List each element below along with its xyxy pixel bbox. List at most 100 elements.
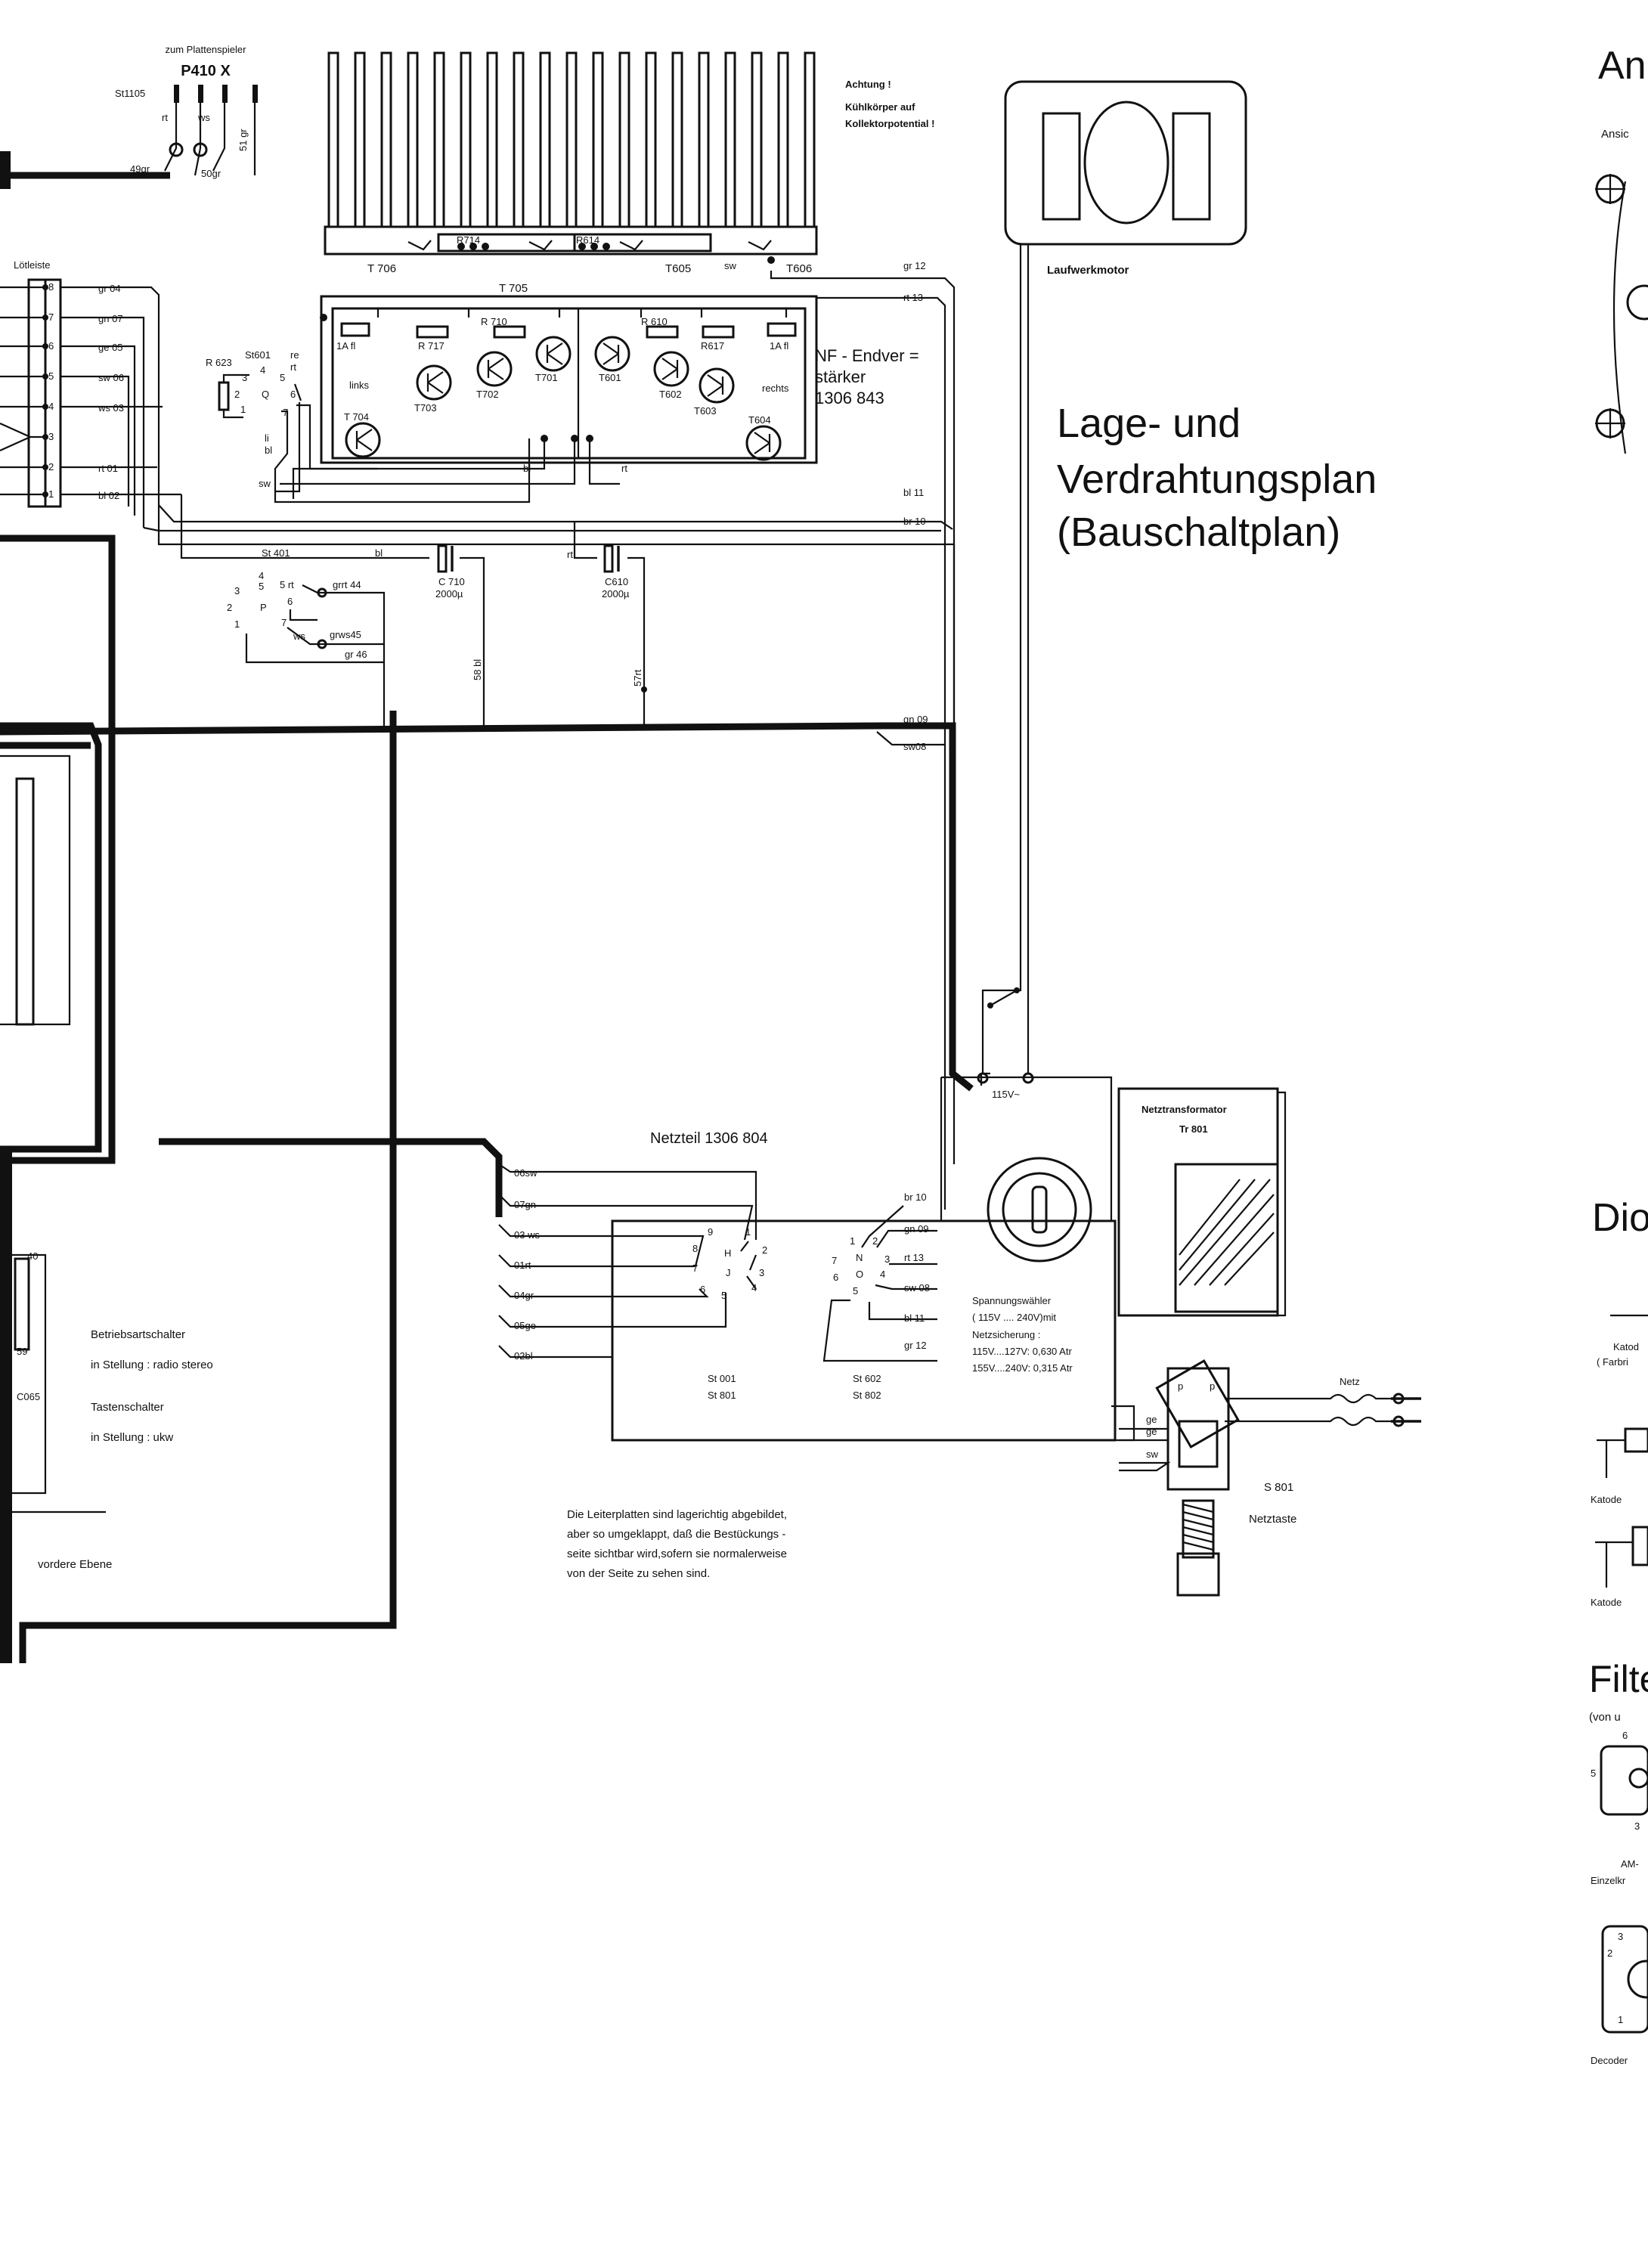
vordere-ebene-label: vordere Ebene xyxy=(38,1558,112,1571)
netz-label: Netz xyxy=(1340,1376,1360,1387)
np-wire-bl11: bl 11 xyxy=(904,1312,925,1324)
mains-p-right: p xyxy=(1210,1380,1215,1392)
st601-p3: 3 xyxy=(242,372,247,383)
st401-p1: 1 xyxy=(234,618,240,630)
left-edge-content xyxy=(0,151,170,1663)
fuse-left-label: 1A fl xyxy=(336,340,355,352)
katode-farb-2: ( Farbri xyxy=(1597,1356,1628,1368)
dec-pin-2: 2 xyxy=(1607,1947,1612,1959)
netzteil-title: Netzteil 1306 804 xyxy=(650,1130,768,1147)
st601-switch: R 623 St601 re rt 3 4 5 2 Q 6 1 7 li bl … xyxy=(206,349,531,503)
sw-h-p8: 8 xyxy=(692,1243,698,1254)
wire-gr04: gr 04 xyxy=(98,283,121,294)
np-wire-br10: br 10 xyxy=(904,1191,927,1203)
st401-p5rt: 5 rt xyxy=(280,579,294,590)
pin-40-label: 40 xyxy=(27,1250,38,1262)
wire-sw08: sw08 xyxy=(903,741,926,752)
pin-2: 2 xyxy=(48,461,54,472)
st401-and-capacitors: St 401 bl rt C 710 2000µ C610 2000µ 58 b… xyxy=(180,494,647,726)
fuse-right-label: 1A fl xyxy=(770,340,788,352)
mains-sw: sw xyxy=(1146,1448,1159,1460)
wire-bl02: bl 02 xyxy=(98,490,119,501)
trafo-label-1: Netztransformator xyxy=(1142,1104,1227,1115)
wire-rt-label: rt xyxy=(162,112,168,123)
op-switch-line-2: in Stellung : radio stereo xyxy=(91,1359,213,1371)
pin-5: 5 xyxy=(48,370,54,382)
sw-h-p7: 7 xyxy=(692,1263,698,1274)
wire-gn09: gn 09 xyxy=(903,714,928,725)
wire-ge05: ge 05 xyxy=(98,342,123,353)
wire-03ws: 03 ws xyxy=(514,1229,540,1241)
wire-gn07: gn 07 xyxy=(98,313,123,324)
filt-pin-6: 6 xyxy=(1622,1730,1628,1741)
katode-2: Katode xyxy=(1591,1597,1622,1608)
amp-title-2: stärker xyxy=(815,367,866,386)
main-buses: gn 09 sw08 xyxy=(0,711,974,1663)
selector-line-4: 115V....127V: 0,630 Atr xyxy=(972,1346,1072,1357)
t605-label: T605 xyxy=(665,262,691,275)
c065-label: C065 xyxy=(17,1391,40,1402)
wire-ws03: ws 03 xyxy=(98,402,124,414)
mains-switch: p p ge ge sw Netz S 801 Netztaste xyxy=(1119,1359,1421,1597)
r717-label: R 717 xyxy=(418,340,445,352)
links-label: links xyxy=(349,380,370,391)
heading-dio: Dio xyxy=(1592,1196,1648,1240)
st401-p2: 2 xyxy=(227,602,232,613)
wire-grrt44: grrt 44 xyxy=(333,579,361,590)
sw-h-J: J xyxy=(726,1267,731,1278)
am-line-2: Einzelkr xyxy=(1591,1875,1626,1886)
mains-ge-1: ge xyxy=(1146,1414,1157,1425)
st601-p2: 2 xyxy=(234,389,240,400)
r623-label: R 623 xyxy=(206,357,232,368)
st601-p7: 7 xyxy=(283,407,288,418)
footnote-line-2: aber so umgeklappt, daß die Bestückungs … xyxy=(567,1528,785,1541)
katode-1: Katode xyxy=(1591,1494,1622,1505)
st801-label: St 801 xyxy=(708,1390,736,1401)
pin-1: 1 xyxy=(48,488,54,500)
ansicht-label: Ansic xyxy=(1601,128,1629,141)
st601-p5: 5 xyxy=(280,372,285,383)
turntable-caption: zum Plattenspieler xyxy=(166,44,247,55)
wire-04gr: 04gr xyxy=(514,1290,534,1301)
sw-h-p3: 3 xyxy=(759,1267,764,1278)
st602-label: St 602 xyxy=(853,1373,881,1384)
selector-line-1: Spannungswähler xyxy=(972,1295,1052,1306)
st601-sw: sw xyxy=(259,478,271,489)
st601-rt: rt xyxy=(290,361,296,373)
katode-farb-1: Katod xyxy=(1613,1341,1639,1352)
wire-05ge: 05ge xyxy=(514,1320,536,1331)
st601-p1: 1 xyxy=(240,404,246,415)
title-line-2: Verdrahtungsplan xyxy=(1057,457,1377,502)
t706-label: T 706 xyxy=(367,262,396,275)
front-panel-notes: 40 59 C065 Betriebsartschalter in Stellu… xyxy=(17,1250,213,1571)
sw-h-p1: 1 xyxy=(745,1226,751,1238)
sw-h-p9: 9 xyxy=(708,1226,713,1238)
st401-label: St 401 xyxy=(262,547,290,559)
title-line-3: (Bauschaltplan) xyxy=(1057,510,1340,555)
pin-8: 8 xyxy=(48,281,54,293)
pin-6: 6 xyxy=(48,340,54,352)
c710-value: 2000µ xyxy=(435,588,463,600)
right-edge-partial: An Ansic Dio Katod ( Farbri Katode Katod… xyxy=(1589,44,1648,2066)
rechts-label: rechts xyxy=(762,383,789,394)
c710-label: C 710 xyxy=(438,576,465,587)
op-switch-line-1: Betriebsartschalter xyxy=(91,1328,185,1341)
sw-n-p6: 6 xyxy=(833,1272,838,1283)
amplifier-board: 1A fl 1A fl R 717 R 710 R 610 R617 T701 … xyxy=(280,295,919,499)
st802-label: St 802 xyxy=(853,1390,881,1401)
st601-p6: 6 xyxy=(290,389,296,400)
warning-line-2: Kühlkörper auf xyxy=(845,101,915,113)
t704-label: T 704 xyxy=(344,411,369,423)
t703-label: T703 xyxy=(414,402,437,414)
power-supply: Netzteil 1306 804 06sw 07gn 03 ws 01rt 0… xyxy=(498,1072,1287,1442)
filt-pin-5: 5 xyxy=(1591,1768,1596,1779)
sw-h-p6: 6 xyxy=(700,1284,705,1295)
t705-label: T 705 xyxy=(499,282,528,295)
heading-an: An xyxy=(1598,44,1646,88)
volt-label: 115V~ xyxy=(992,1089,1020,1100)
sw-n-p5: 5 xyxy=(853,1285,858,1297)
netztaste-label: Netztaste xyxy=(1249,1513,1296,1526)
t606-label: T606 xyxy=(786,262,812,275)
decoder-label: Decoder xyxy=(1591,2055,1628,2066)
